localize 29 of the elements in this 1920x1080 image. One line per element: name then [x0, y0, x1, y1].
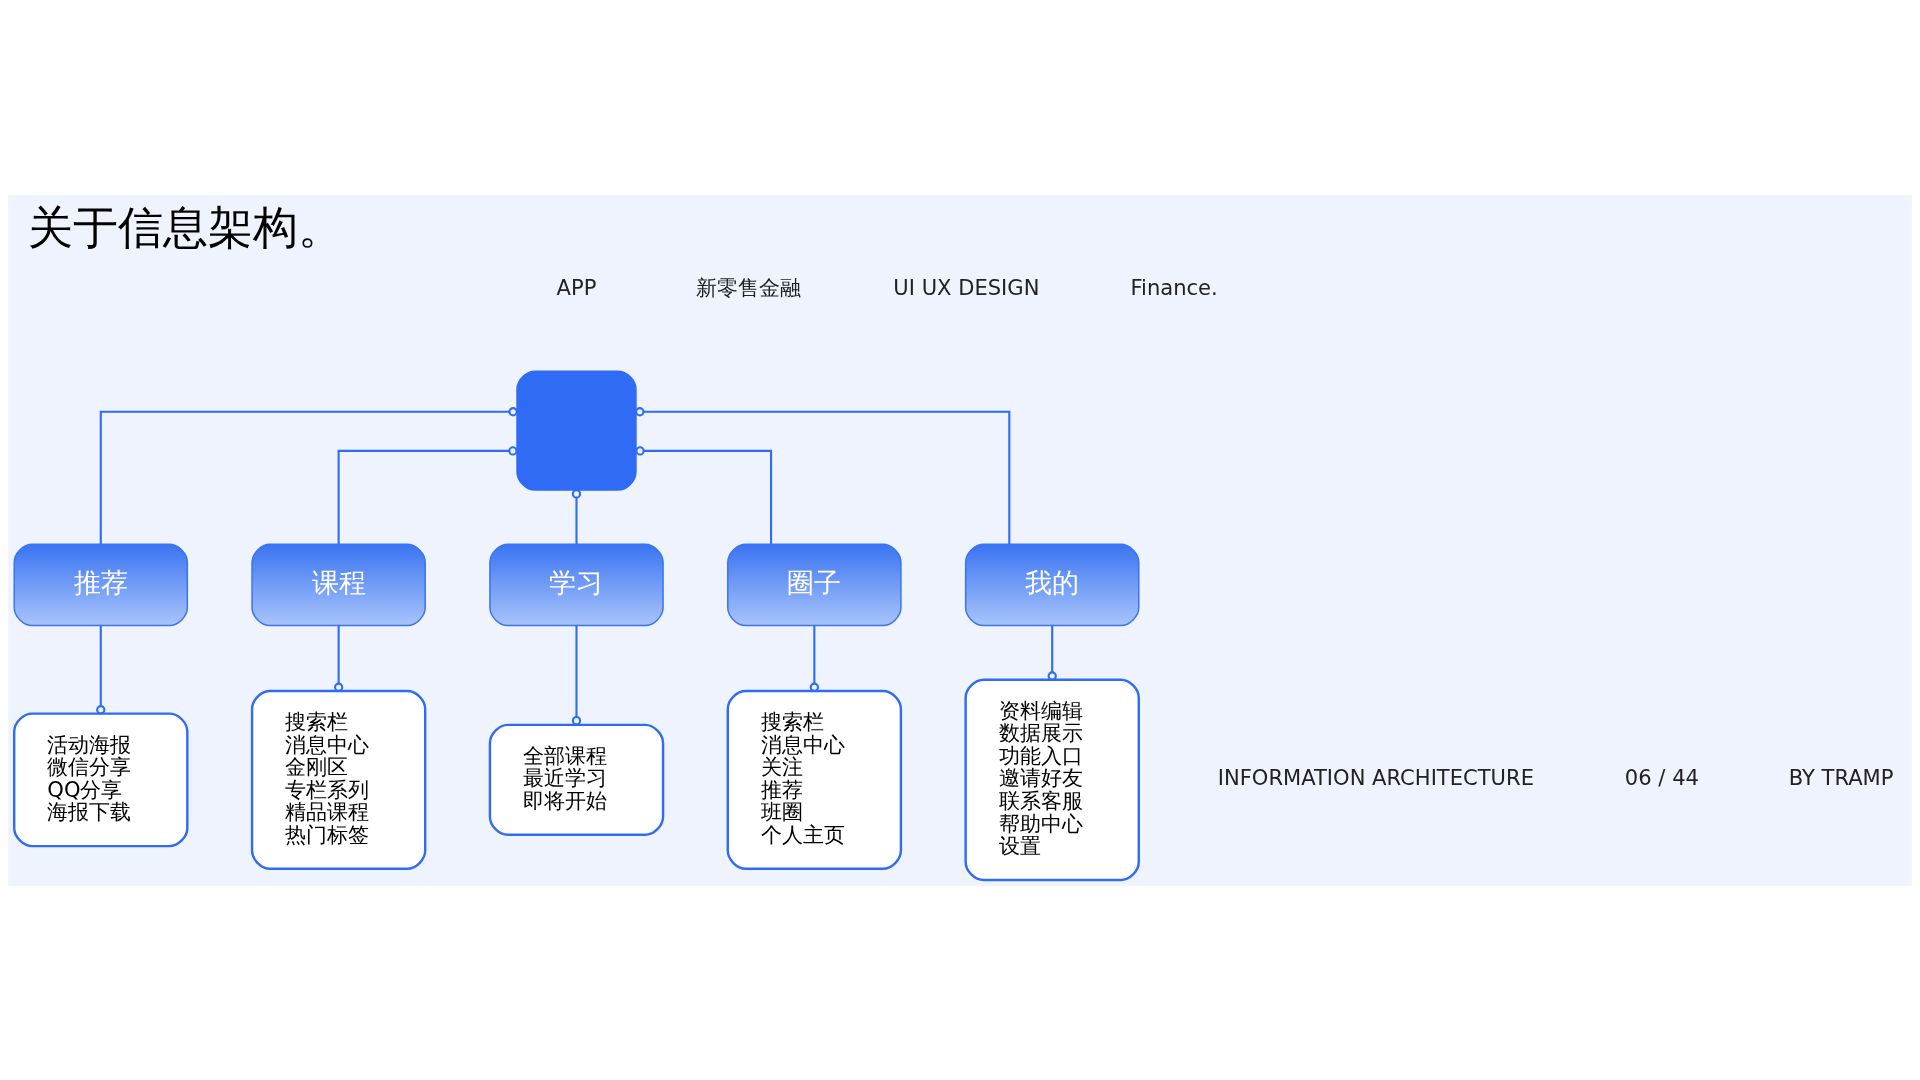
- connector: [1047, 625, 1057, 681]
- connector: [333, 625, 344, 692]
- label: 06 / 44: [1624, 764, 1699, 790]
- node-box: 搜索栏 消息中心 关注 推荐 班圈 个人主页: [726, 689, 903, 870]
- connector: [96, 625, 106, 714]
- node-box: 资料编辑 数据展示 功能入口 邀请好友 联系客服 帮助中心 设置: [964, 678, 1140, 881]
- node-box: 学习: [489, 543, 664, 626]
- node-box: 我的: [964, 543, 1140, 626]
- label: APP: [556, 274, 597, 300]
- node-box: 课程: [251, 543, 426, 626]
- connector: [337, 445, 518, 544]
- connector: [635, 406, 1011, 544]
- connector: [99, 406, 518, 544]
- label: BY TRAMP: [1788, 764, 1894, 790]
- node-box: 推荐: [13, 543, 189, 626]
- connector: [571, 488, 582, 544]
- node-box: 活动海报 微信分享 QQ分享 海报下载: [13, 711, 189, 847]
- connector: [635, 445, 773, 544]
- node-box: 搜索栏 消息中心 金刚区 专栏系列 精品课程 热门标签: [250, 689, 427, 870]
- connector: [809, 625, 819, 692]
- node-box: [516, 369, 637, 491]
- label: INFORMATION ARCHITECTURE: [1217, 764, 1534, 790]
- diagram-title: 关于信息架构。: [27, 200, 343, 254]
- label: Finance.: [1130, 274, 1218, 300]
- connector: [571, 625, 582, 725]
- node-box: 圈子: [727, 543, 902, 626]
- node-box: 全部课程 最近学习 即将开始: [488, 723, 665, 836]
- label: UI UX DESIGN: [893, 274, 1040, 300]
- label: 新零售金融: [695, 274, 801, 300]
